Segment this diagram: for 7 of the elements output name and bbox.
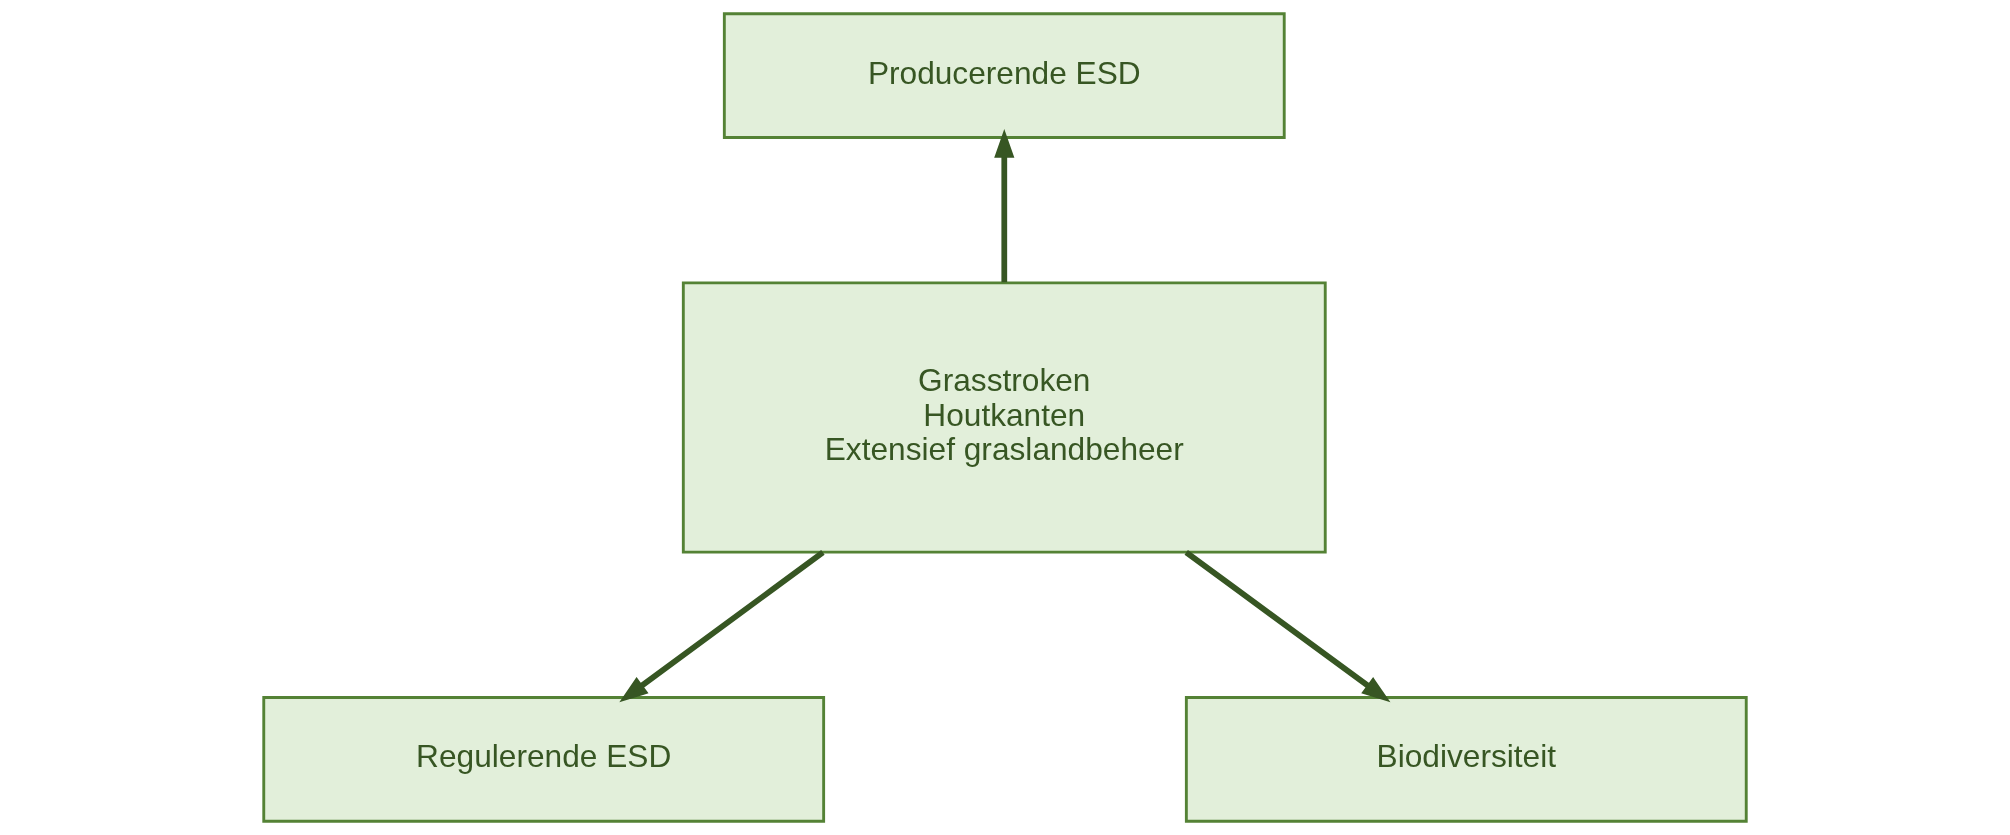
node-box: Biodiversiteit bbox=[1184, 696, 1748, 823]
arrow bbox=[619, 550, 825, 703]
arrow bbox=[1184, 550, 1391, 703]
node-box: Grasstroken Houtkanten Extensief graslandbeheer bbox=[681, 281, 1327, 554]
node-box: Producerende ESD bbox=[722, 12, 1286, 139]
arrow bbox=[994, 129, 1015, 283]
node-box: Regulerende ESD bbox=[262, 696, 826, 823]
